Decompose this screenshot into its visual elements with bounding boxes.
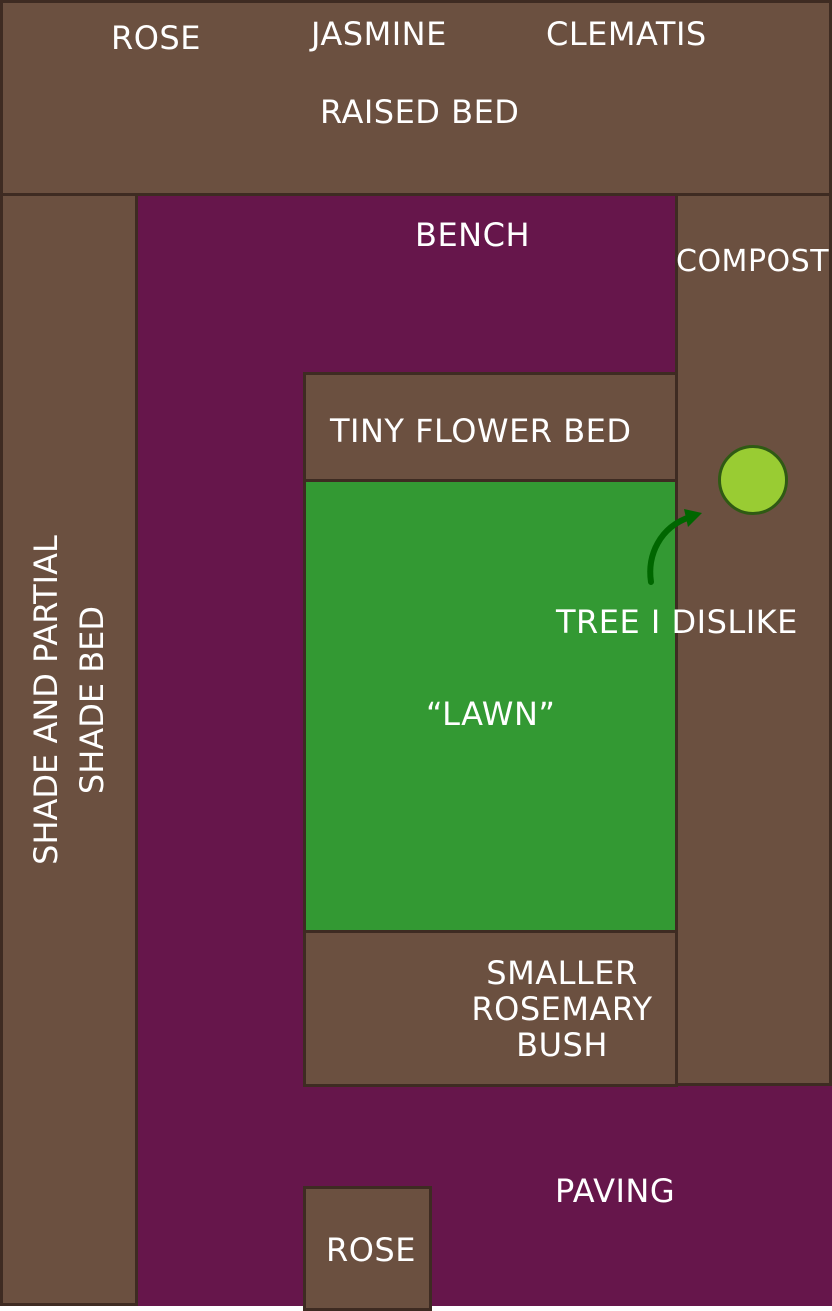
- compost-label: COMPOST: [676, 244, 830, 279]
- shade-bed: [0, 193, 138, 1306]
- jasmine-label: JASMINE: [311, 15, 447, 53]
- curved-arrow-icon: [647, 509, 702, 585]
- bench-label: BENCH: [415, 216, 531, 254]
- rose-bed-bottom: [303, 1186, 432, 1311]
- tiny-flower-bed-label: TINY FLOWER BED: [330, 412, 632, 450]
- paving-label: PAVING: [555, 1172, 676, 1210]
- rosemary-bed: [303, 930, 678, 1087]
- rose-label-top: ROSE: [111, 19, 201, 57]
- lawn-label: “LAWN”: [426, 695, 556, 733]
- tree-circle-icon: [718, 445, 788, 515]
- rosemary-label: SMALLER ROSEMARY BUSH: [471, 954, 653, 1064]
- tiny-flower-bed: [303, 372, 678, 482]
- raised-bed: [0, 0, 832, 196]
- clematis-label: CLEMATIS: [546, 15, 707, 53]
- lawn: [303, 479, 678, 933]
- compost-bed: [675, 193, 832, 1086]
- shade-bed-label: SHADE AND PARTIAL SHADE BED: [27, 535, 111, 865]
- tree-label: TREE I DISLIKE: [556, 603, 798, 641]
- rose-label-bottom: ROSE: [326, 1231, 416, 1269]
- raised-bed-label: RAISED BED: [320, 93, 520, 131]
